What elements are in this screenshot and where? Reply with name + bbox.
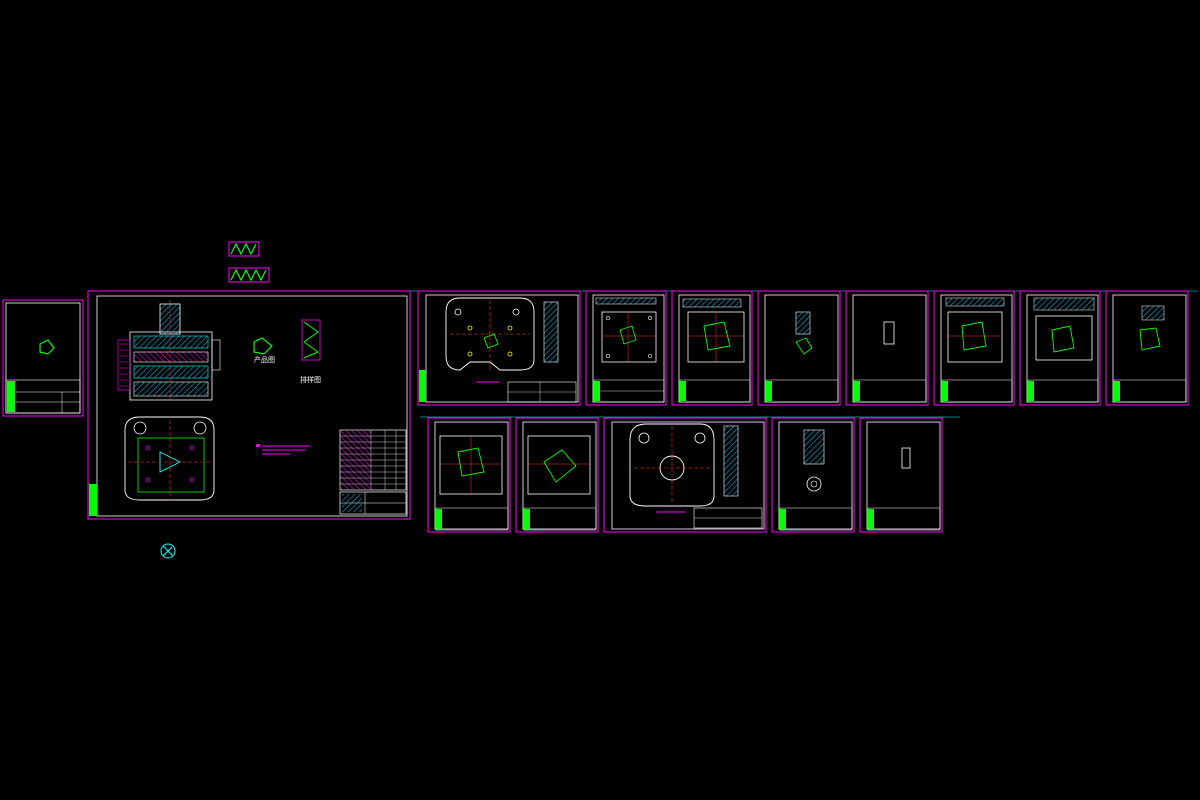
sheet-top-row-2[interactable]: [671, 290, 753, 406]
strip-layout-view: [301, 319, 321, 361]
loose-part-symbol[interactable]: [160, 543, 176, 559]
sheet-top-row-5[interactable]: [933, 290, 1015, 406]
sheet-top-row-7[interactable]: [1105, 290, 1189, 406]
sheet-die-plate[interactable]: [417, 290, 581, 406]
strip-piece-top[interactable]: [228, 241, 260, 257]
sheet-top-row-3[interactable]: [757, 290, 841, 406]
sheet-bottom-row-2[interactable]: [515, 417, 599, 533]
sheet-bottom-row-5[interactable]: [859, 417, 943, 533]
sheet-bottom-row-3[interactable]: [603, 417, 767, 533]
product-view-label: 产品图: [254, 356, 275, 364]
sheet-assembly[interactable]: [87, 290, 411, 520]
sheet-top-row-4[interactable]: [845, 290, 929, 406]
parts-list-table: [339, 429, 407, 515]
assembly-section-view: [117, 300, 221, 401]
sheet-bottom-row-4[interactable]: [771, 417, 855, 533]
sheet-top-row-6[interactable]: [1019, 290, 1101, 406]
strip-layout-label: 排样图: [300, 376, 321, 384]
sheet-top-row-1[interactable]: [585, 290, 667, 406]
sheet-bottom-row-1[interactable]: [427, 417, 511, 533]
technical-notes: [256, 444, 310, 455]
strip-piece-bottom[interactable]: [228, 267, 270, 283]
product-shape: [253, 337, 273, 355]
sheet-product-small[interactable]: [2, 299, 84, 417]
assembly-plan-view: [124, 416, 215, 501]
